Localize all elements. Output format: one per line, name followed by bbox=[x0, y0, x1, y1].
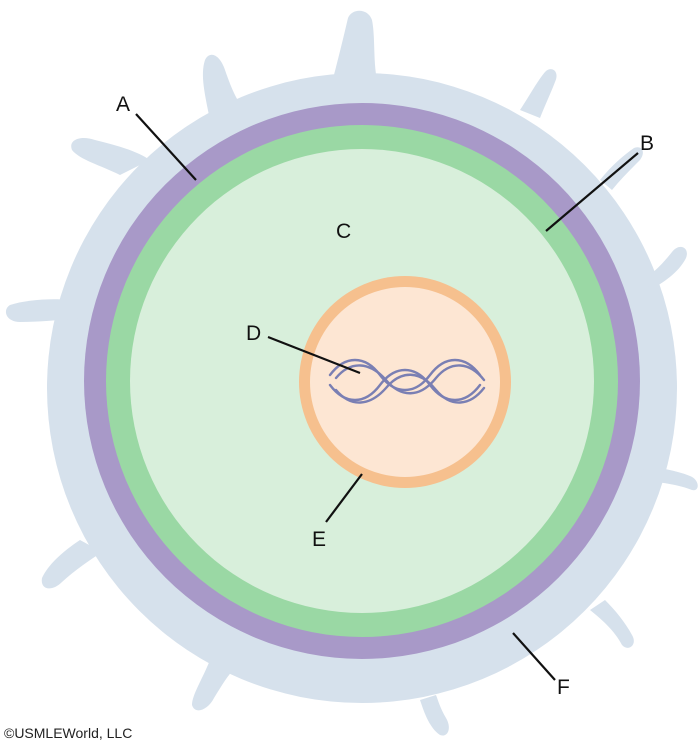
coat-projection bbox=[420, 695, 449, 736]
dna-helix bbox=[328, 358, 486, 404]
coat-projection bbox=[71, 138, 150, 175]
coat-projection bbox=[640, 466, 698, 491]
leader-line-d bbox=[267, 335, 361, 375]
leader-line-f bbox=[512, 632, 556, 681]
dna-strand bbox=[328, 368, 482, 402]
nucleoplasm bbox=[310, 287, 500, 477]
dna-strand bbox=[328, 358, 482, 392]
label-f: F bbox=[557, 676, 570, 699]
coat-projection bbox=[5, 299, 81, 322]
coat-projection bbox=[645, 246, 687, 290]
coat-projection bbox=[192, 660, 235, 711]
coat-projection bbox=[202, 54, 250, 120]
label-d: D bbox=[246, 322, 261, 345]
coat-projection bbox=[520, 69, 557, 118]
leader-line-e bbox=[325, 473, 363, 523]
label-e: E bbox=[312, 528, 326, 551]
coat-projection bbox=[330, 10, 380, 90]
dna-strand bbox=[334, 364, 486, 395]
label-a: A bbox=[116, 93, 130, 116]
leader-line-a bbox=[135, 113, 197, 181]
label-b: B bbox=[640, 132, 654, 155]
coat-projection bbox=[590, 600, 634, 648]
leader-line-b bbox=[545, 152, 639, 232]
label-c: C bbox=[336, 220, 351, 243]
copyright-text: ©USMLEWorld, LLC bbox=[4, 725, 133, 741]
coat-projection bbox=[41, 540, 102, 589]
dna-strand bbox=[334, 373, 486, 404]
